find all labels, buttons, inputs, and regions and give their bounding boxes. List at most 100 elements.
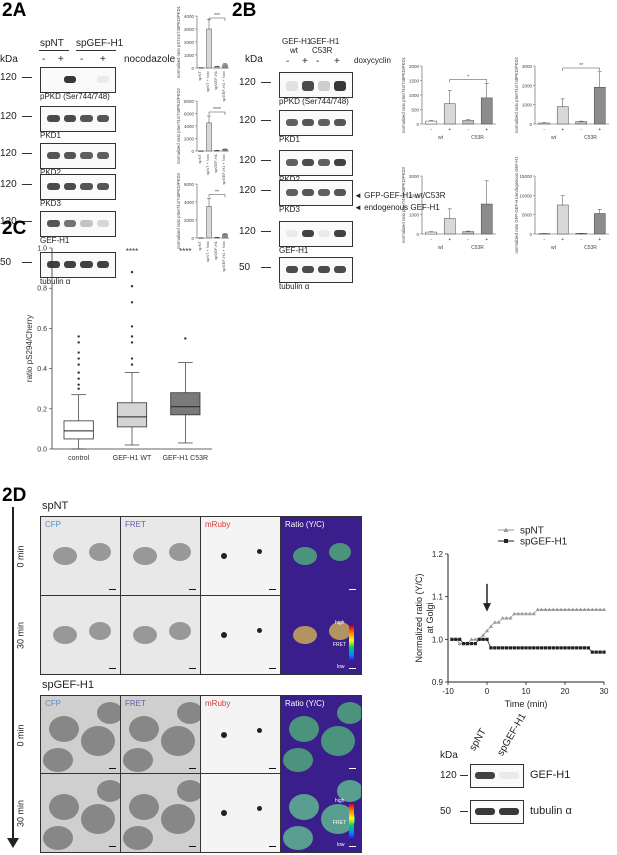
x-group-label: wt: [438, 135, 444, 141]
y-axis-label: normalized ratio pS744/748PKD/PKD1: [176, 5, 181, 78]
data-point: [602, 650, 606, 654]
data-point: [516, 611, 521, 616]
data-point: [454, 637, 458, 641]
blot-band: [334, 189, 346, 196]
blot-frame: [40, 174, 116, 200]
blot-marker-tick: [261, 267, 271, 268]
cond-spgef-2a: spGEF-H1: [76, 38, 124, 49]
blot-name: tubulin α: [530, 805, 572, 817]
cell-shape: [293, 626, 317, 644]
sig-label: **: [579, 63, 583, 69]
blot-band: [475, 808, 495, 815]
y-tick-label: 0: [416, 122, 419, 127]
data-point: [602, 607, 606, 611]
blot-band: [302, 189, 314, 196]
blot-frame: [279, 150, 353, 176]
x-sign-label: -: [580, 237, 582, 243]
blot-band: [334, 266, 346, 273]
data-point: [566, 607, 571, 611]
sig-label: **: [215, 189, 219, 195]
data-point: [536, 646, 540, 650]
bar: [214, 237, 220, 239]
outlier-point: [77, 387, 80, 390]
golgi-spot: [257, 806, 262, 811]
sig-label: ***: [214, 13, 220, 19]
y-tick-label: 1.2: [432, 550, 444, 559]
blot-marker: 120: [440, 770, 457, 781]
y-tick-label: 2000: [184, 218, 195, 223]
y-tick-label: 1000: [409, 213, 420, 218]
blot-marker-tick: [261, 120, 271, 121]
blot-frame: [279, 221, 353, 247]
cell-shape: [53, 547, 77, 565]
bar: [206, 28, 212, 69]
cell-shape: [169, 622, 191, 640]
golgi-spot: [221, 632, 227, 638]
blot-band: [63, 152, 76, 159]
bar: [214, 66, 220, 69]
scale-bar: [269, 768, 276, 769]
box: [170, 392, 201, 416]
cell-shape: [97, 780, 121, 802]
sig-bracket: [208, 17, 226, 21]
blot-band: [334, 119, 346, 126]
data-point: [527, 611, 532, 616]
channel-label: FRET: [125, 520, 146, 529]
data-point: [531, 611, 536, 616]
time-label: 30 min: [15, 800, 26, 828]
x-category-label: spGEF-H1 + Noc: [221, 71, 226, 102]
cell-shape: [321, 726, 355, 756]
y-tick-label: 1000: [184, 53, 195, 58]
scale-bar: [189, 768, 196, 769]
colorbar-low: low: [337, 664, 345, 670]
bar: [462, 120, 475, 125]
data-point: [488, 624, 493, 629]
scale-bar: [109, 768, 116, 769]
time-label: 0 min: [15, 545, 26, 568]
y-tick-label: 0: [191, 149, 194, 154]
cell-shape: [49, 794, 79, 820]
data-point: [578, 607, 583, 611]
channel-label: CFP: [45, 699, 61, 708]
col1-line2-2b: wt: [290, 46, 298, 55]
blot-marker-tick: [261, 160, 271, 161]
data-point: [590, 650, 594, 654]
blot-band: [63, 76, 76, 83]
data-point: [598, 607, 603, 611]
x-category-label: spGEF-H1 + Noc: [221, 154, 226, 185]
blot-band: [47, 183, 60, 190]
blot-band: [318, 189, 330, 196]
outlier-point: [77, 341, 80, 344]
blot-marker-tick: [22, 262, 32, 263]
y-tick-label: 1.1: [432, 593, 444, 602]
blot-marker: 120: [0, 148, 17, 159]
x-sign-label: -: [543, 237, 545, 243]
micro-panel: [40, 773, 122, 853]
blot-band: [318, 266, 330, 273]
blot-frame: [279, 257, 353, 283]
blot-band: [334, 81, 346, 91]
data-point: [493, 646, 497, 650]
scale-bar: [349, 846, 356, 847]
blot-name: GEF-H1: [279, 246, 309, 255]
panel-label-2a: 2A: [2, 0, 27, 21]
treatment-arrow-head: [483, 603, 491, 612]
data-point: [598, 650, 602, 654]
golgi-spot: [257, 628, 262, 633]
blot-band: [96, 183, 109, 190]
data-point: [465, 642, 470, 646]
cell-shape: [257, 780, 281, 802]
series-line: [451, 609, 604, 644]
bar: [556, 106, 569, 125]
y-tick-label: 15000: [519, 174, 532, 179]
blot-band: [302, 266, 314, 273]
outlier-point: [130, 301, 134, 304]
cond-underline-2: [76, 50, 116, 51]
data-point: [508, 646, 512, 650]
outlier-point: [130, 335, 134, 338]
y-tick-label: 1.0: [37, 246, 47, 253]
